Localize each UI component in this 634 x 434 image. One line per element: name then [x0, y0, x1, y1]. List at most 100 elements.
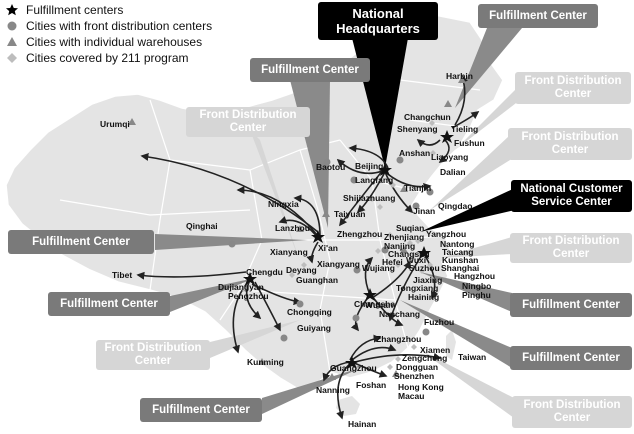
star-icon: [4, 4, 20, 16]
city-label-shijiazhuang: Shijiazhuang: [343, 193, 396, 203]
city-label-shanghai: Shanghai: [441, 263, 480, 273]
city-label-dalian: Dalian: [440, 167, 466, 177]
city-label-dongguan: Dongguan: [396, 362, 439, 372]
callout-fulfillment-center: Fulfillment Center: [48, 292, 170, 316]
city-label-chengdu: Chengdu: [246, 267, 283, 277]
city-label-wuhan: Wuhan: [365, 300, 394, 310]
city-label-fushun: Fushun: [454, 138, 485, 148]
city-label-pinghu: Pinghu: [462, 290, 491, 300]
city-label-changshu: Changshu: [388, 249, 430, 259]
triangle-marker: [392, 370, 400, 377]
star-marker-wuhan: [363, 288, 377, 301]
circle-icon: [4, 20, 20, 32]
city-label-liaoyang: Liaoyang: [431, 152, 469, 162]
city-label-taiyuan: Taiyuan: [334, 209, 366, 219]
city-label-qingdao: Qingdao: [438, 201, 473, 211]
city-label-wujiang: Wujiang: [362, 263, 395, 273]
city-label-taiwan: Taiwan: [458, 352, 487, 362]
city-label-haining: Haining: [408, 292, 440, 302]
city-label-yangzhou: Yangzhou: [426, 229, 467, 239]
city-label-macau: Macau: [398, 391, 425, 401]
city-label-beijing: Beijing: [355, 161, 384, 171]
star-marker-chengdu: [243, 272, 257, 285]
city-label-tianjin: Tianjin: [404, 183, 432, 193]
city-label-lanzhou: Lanzhou: [275, 223, 310, 233]
city-label-tieling: Tieling: [451, 124, 479, 134]
triangle-marker: [296, 225, 304, 232]
legend-label: Cities covered by 211 program: [26, 51, 189, 65]
city-label-baotou: Baotou: [316, 162, 346, 172]
circle-marker: [422, 328, 430, 336]
star-marker-shenyang: [440, 130, 454, 143]
callout-fulfillment-center: Fulfillment Center: [478, 4, 598, 28]
city-label-xianyang: Xianyang: [270, 247, 308, 257]
city-label-deyang: Deyang: [286, 265, 317, 275]
city-label-changchun: Changchun: [404, 112, 451, 122]
triangle-marker: [328, 373, 336, 380]
callout-fulfillment-center: Fulfillment Center: [250, 58, 370, 82]
city-label-pengzhou: Pengzhou: [228, 291, 269, 301]
star-marker-shanghai: [417, 246, 431, 259]
city-label-guanghan: Guanghan: [296, 275, 339, 285]
city-label-zhangzhou: Zhangzhou: [376, 334, 422, 344]
circle-marker: [426, 188, 434, 196]
triangle-marker: [258, 358, 266, 365]
city-label-xiamen: Xiamen: [420, 345, 451, 355]
legend-label: Cities with individual warehouses: [26, 35, 203, 49]
city-label-xian: Xi'an: [318, 243, 338, 253]
city-label-nanning: Nanning: [316, 385, 350, 395]
circle-marker: [353, 266, 361, 274]
legend-row-front-distribution: Cities with front distribution centers: [4, 18, 212, 34]
city-label-hangzhou: Hangzhou: [454, 271, 496, 281]
callout-fulfillment-center: Fulfillment Center: [8, 230, 154, 254]
city-label-anshan: Anshan: [399, 148, 431, 158]
city-label-tibet: Tibet: [112, 270, 133, 280]
circle-marker: [296, 300, 304, 308]
diamond-icon: [4, 52, 20, 64]
city-label-taicang: Taicang: [442, 247, 474, 257]
taiwan-island: [446, 330, 456, 360]
triangle-marker: [128, 118, 136, 125]
circle-marker: [381, 246, 389, 254]
legend-row-warehouses: Cities with individual warehouses: [4, 34, 212, 50]
city-label-kunshan: Kunshan: [442, 255, 479, 265]
triangle-marker: [400, 185, 408, 192]
city-label-fuzhou: Fuzhou: [424, 317, 455, 327]
city-label-zengcheng: Zengcheng: [402, 353, 448, 363]
city-label-shenzhen: Shenzhen: [394, 371, 435, 381]
city-label-ningbo: Ningbo: [462, 281, 492, 291]
legend-row-211: Cities covered by 211 program: [4, 50, 212, 66]
city-label-kunming: Kunming: [247, 357, 284, 367]
city-label-foshan: Foshan: [356, 380, 387, 390]
city-label-chongqing: Chongqing: [287, 307, 332, 317]
circle-marker: [323, 158, 331, 166]
city-label-guangzhou: Guangzhou: [330, 363, 377, 373]
city-label-guiyang: Guiyang: [297, 323, 332, 333]
city-label-qinghai: Qinghai: [186, 221, 218, 231]
city-label-suzhou: Suzhou: [409, 263, 440, 273]
legend-label: Fulfillment centers: [26, 3, 124, 17]
circle-marker: [280, 334, 288, 342]
triangle-marker: [444, 100, 452, 107]
city-markers: [128, 76, 466, 380]
city-label-changsha: Changsha: [354, 299, 396, 309]
city-label-nantong: Nantong: [440, 239, 475, 249]
circle-marker: [228, 240, 236, 248]
callout-fulfillment-center: Fulfillment Center: [510, 346, 632, 370]
city-label-suqian: Suqian: [396, 223, 425, 233]
city-label-langfang: Langfang: [355, 175, 394, 185]
city-label-hainan: Hainan: [348, 419, 377, 429]
circle-marker: [350, 176, 358, 184]
callout-fulfillment-center: Fulfillment Center: [510, 293, 632, 317]
diamond-markers: [241, 115, 443, 370]
callout-fulfillment-center: Fulfillment Center: [140, 398, 262, 422]
city-label-ningxia: Ningxia: [268, 199, 299, 209]
